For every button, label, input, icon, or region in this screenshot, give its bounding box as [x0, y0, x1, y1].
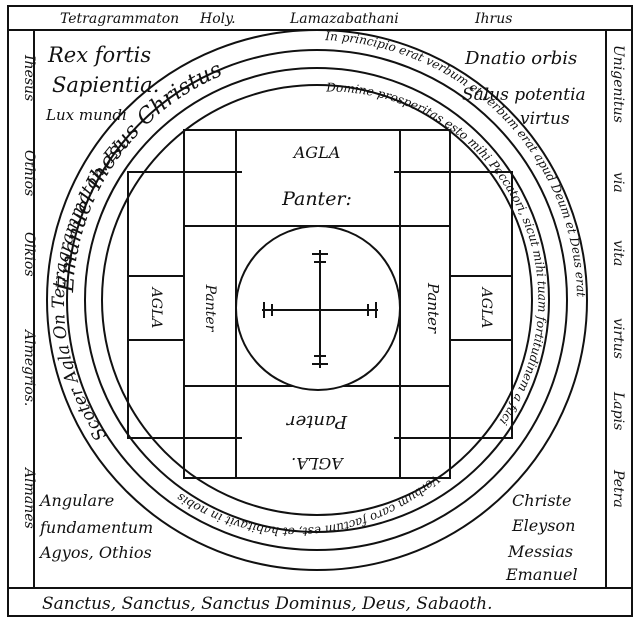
- grid-text-left-inner: Panter: [202, 284, 218, 333]
- grid-text-right-inner: Panter: [424, 282, 442, 334]
- central-circle: [235, 225, 401, 391]
- cross-icon: [262, 250, 378, 368]
- corner-bl-line-2: fundamentum: [39, 518, 153, 537]
- corner-br-line-2: Eleyson: [511, 516, 575, 535]
- corner-tr-line-2: Salus potentia: [462, 85, 586, 105]
- grid-cutout-bottom: [242, 430, 394, 476]
- border-top-text-2: Holy.: [199, 11, 236, 27]
- border-top-text-4: Ihrus: [474, 11, 512, 27]
- border-right-text-4: virtus: [610, 318, 626, 359]
- border-left-text-2: Othios: [21, 150, 37, 196]
- corner-br-line-4: Emanuel: [505, 565, 578, 584]
- corner-top-right: Dnatio orbis Salus potentia virtus: [462, 48, 586, 129]
- border-right-text-2: via: [610, 172, 626, 193]
- corner-tr-line-3: virtus: [520, 109, 570, 129]
- innermost-ring: [101, 84, 533, 516]
- outer-border: [7, 5, 633, 617]
- corner-bottom-left: Angulare fundamentum Agyos, Othios: [38, 491, 153, 562]
- grid-inscriptions: AGLA Panter: AGLA Panter Panter AGLA Pan…: [148, 143, 494, 473]
- rings: [46, 29, 588, 571]
- border-left-text-1: Ihesus: [21, 54, 37, 101]
- corner-bottom-right: Christe Eleyson Messias Emanuel: [505, 491, 578, 584]
- grid-text-top: AGLA: [292, 143, 341, 162]
- grid-text-left-outer: AGLA: [148, 286, 164, 329]
- corner-br-line-3: Messias: [507, 542, 573, 561]
- middle-ring: [66, 49, 568, 551]
- grid-text-upper: Panter:: [281, 188, 352, 210]
- corner-bl-line-1: Angulare: [38, 491, 114, 510]
- corner-tl-line-1: Rex fortis: [47, 43, 151, 67]
- grid-vertical-arm: [183, 129, 451, 479]
- border-left: Ihesus Othios Olkios Almegrios. Almanes: [21, 54, 37, 529]
- border-left-text-3: Olkios: [21, 232, 37, 277]
- border-left-text-4: Almegrios.: [21, 328, 37, 406]
- border-top-text-1: Tetragrammaton: [60, 11, 179, 27]
- border-top-text-3: Lamazabathani: [289, 11, 399, 27]
- border-right-text-3: vita: [610, 240, 626, 266]
- border-right: Unigenitus via vita virtus Lapis Petra: [610, 45, 626, 508]
- corner-tr-line-1: Dnatio orbis: [464, 48, 577, 69]
- frame: [7, 5, 633, 617]
- border-right-text-1: Unigenitus: [610, 45, 626, 123]
- corner-br-line-1: Christe: [512, 491, 571, 510]
- border-top: Tetragrammaton Holy. Lamazabathani Ihrus: [60, 11, 512, 27]
- grid-text-bottom: AGLA.: [291, 454, 345, 473]
- corner-top-left: Rex fortis Sapientia. Lux mundi: [45, 43, 159, 124]
- grid-text-lower: Panter: [286, 411, 349, 432]
- border-right-text-5: Lapis: [610, 391, 626, 430]
- grid-cutout-top: [242, 132, 394, 180]
- grid-text-right-outer: AGLA: [478, 286, 494, 329]
- border-left-text-5: Almanes: [21, 466, 37, 529]
- corner-tl-line-3: Lux mundi: [45, 106, 127, 124]
- outer-ring: [46, 29, 588, 571]
- central-medallion: [235, 225, 401, 391]
- inner-ring: [84, 67, 550, 533]
- corner-tl-line-2: Sapientia.: [52, 73, 159, 97]
- border-bottom-text: Sanctus, Sanctus, Sanctus Dominus, Deus,…: [42, 594, 493, 614]
- border-right-text-6: Petra: [610, 469, 626, 508]
- corner-bl-line-3: Agyos, Othios: [38, 543, 152, 562]
